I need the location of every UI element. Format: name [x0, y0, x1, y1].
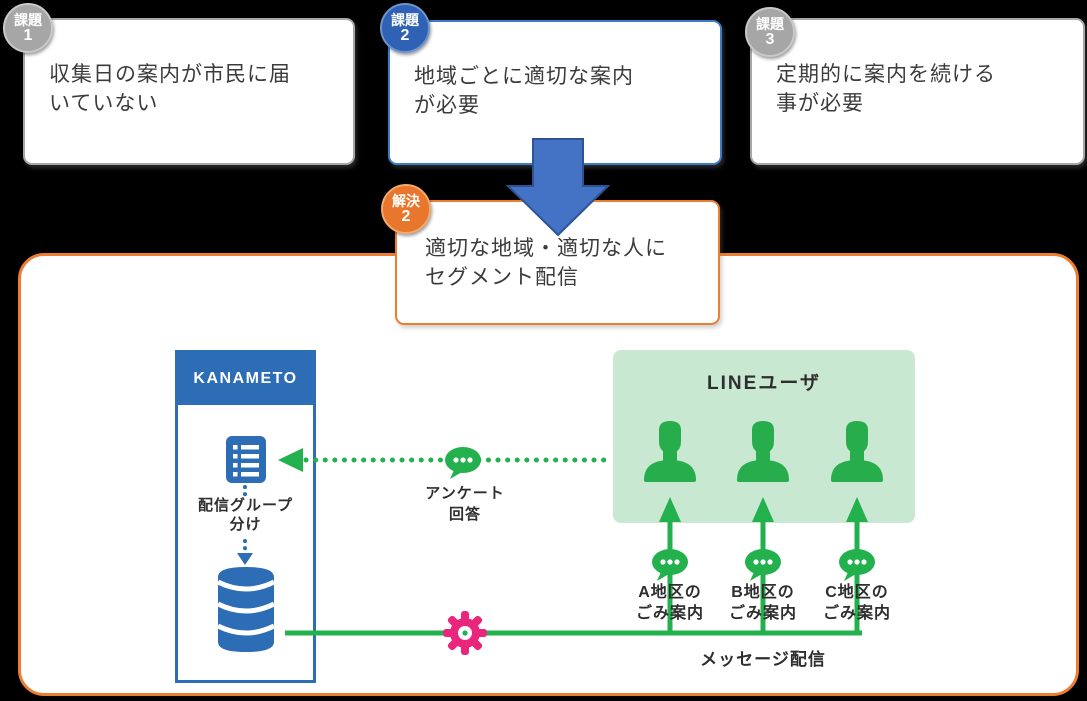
issue-badge-3: 課題 3	[745, 7, 795, 57]
list-icon	[226, 436, 266, 488]
survey-label: アンケート 回答	[425, 485, 505, 523]
issue-text: 収集日の案内が市民に届 いていない	[49, 63, 291, 115]
badge-number: 3	[765, 31, 775, 48]
badge-number: 2	[400, 27, 410, 44]
person-icon	[638, 418, 702, 487]
person-icon	[731, 418, 795, 487]
solution-text: 適切な地域・適切な人に セグメント配信	[425, 237, 667, 289]
issue-text: 地域ごとに適切な案内 が必要	[414, 65, 634, 117]
issue-badge-2: 課題 2	[380, 3, 430, 53]
issue-card-2: 地域ごとに適切な案内 が必要	[388, 20, 722, 165]
district-label: C地区の ごみ案内	[822, 584, 891, 622]
solution-badge: 解決 2	[381, 184, 431, 234]
database-icon	[215, 565, 277, 659]
badge-number: 2	[401, 208, 411, 225]
message-delivery-label: メッセージ配信	[700, 650, 826, 669]
grouping-label: 配信グループ 分け	[197, 497, 294, 533]
issue-badge-1: 課題 1	[3, 3, 53, 53]
chat-bubble-icon	[444, 446, 482, 485]
badge-number: 1	[23, 27, 33, 44]
down-arrow-icon	[505, 138, 611, 237]
issue-text: 定期的に案内を続ける 事が必要	[776, 63, 996, 115]
gear-icon	[442, 610, 488, 661]
issue-card-3: 定期的に案内を続ける 事が必要	[750, 18, 1085, 165]
issue-card-1: 収集日の案内が市民に届 いていない	[23, 18, 355, 165]
badge-label: 課題	[14, 12, 42, 28]
kanameto-logo: KANAMETO	[178, 353, 313, 405]
badge-label: 解決	[392, 193, 420, 209]
badge-label: 課題	[756, 16, 784, 32]
person-icon	[825, 418, 889, 487]
line-users-title: LINEユーザ	[707, 373, 821, 394]
badge-label: 課題	[391, 12, 419, 28]
